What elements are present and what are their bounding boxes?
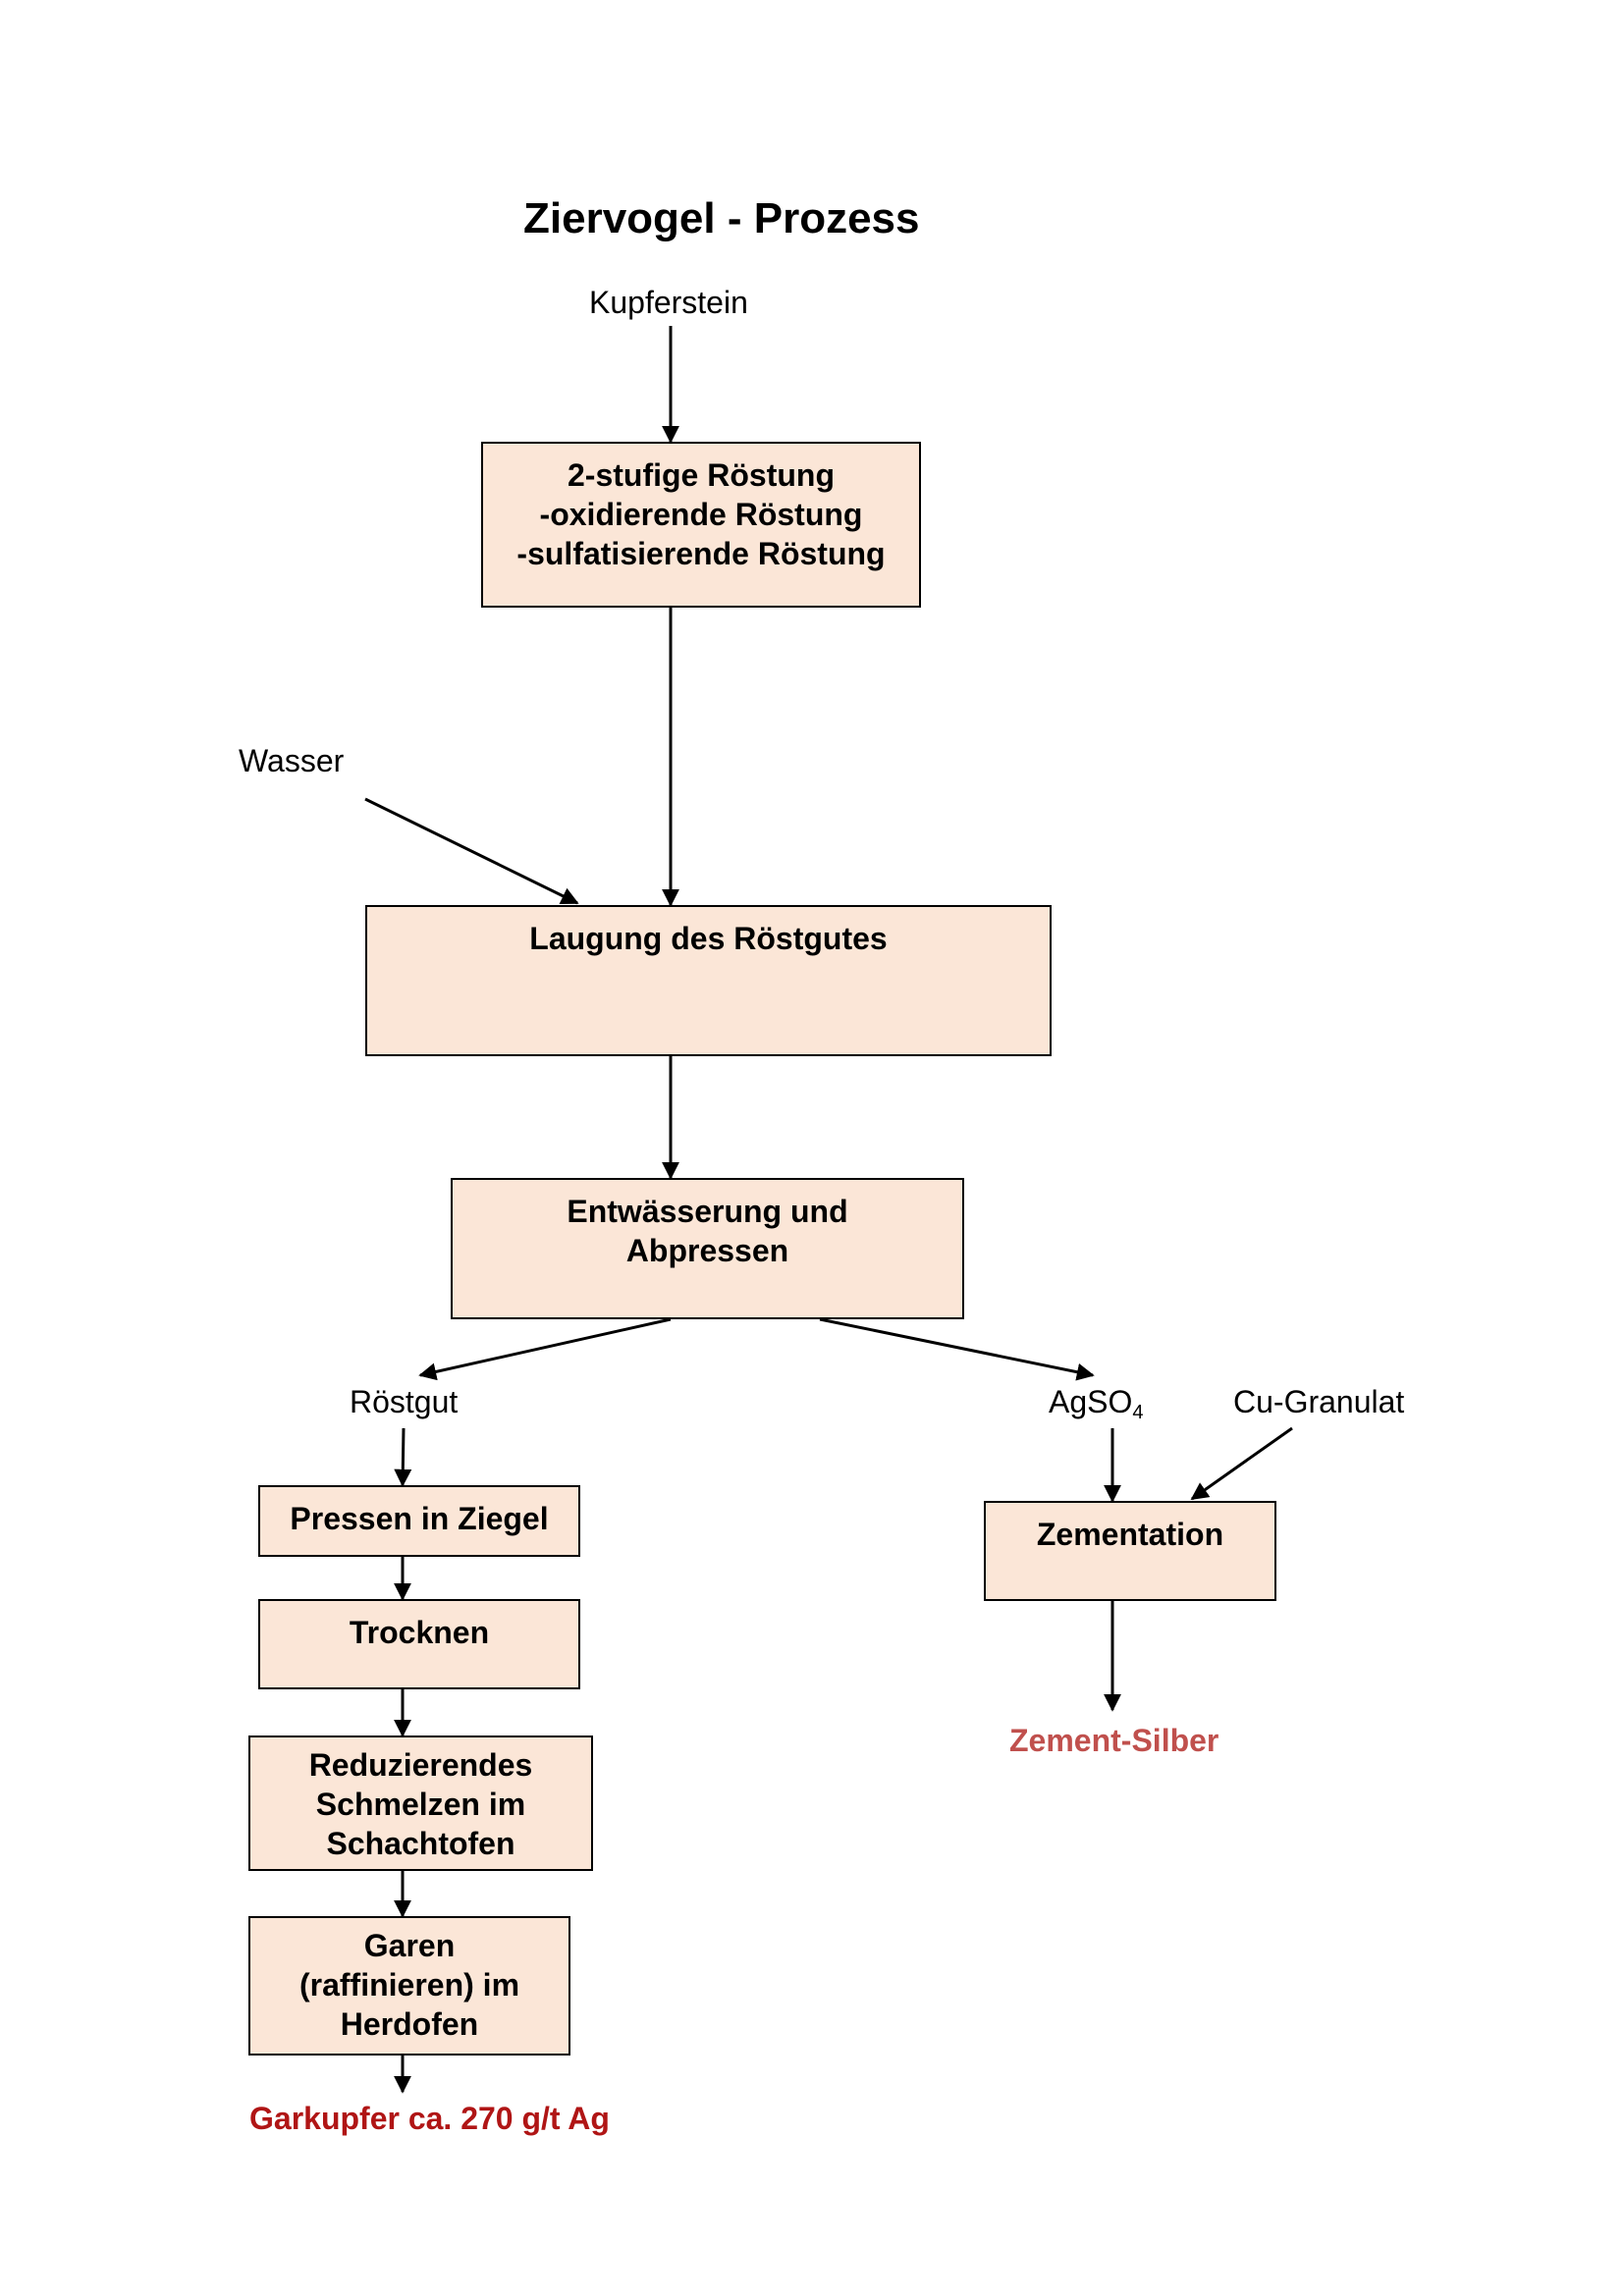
box-garen-line-3: Herdofen [340, 2006, 479, 2042]
box-trocknen-line-1: Trocknen [349, 1615, 490, 1650]
intermediate-roestgut: Röstgut [350, 1384, 459, 1419]
box-schmelzen-line-2: Schmelzen im [315, 1787, 526, 1822]
arrow-cugranulat-to-zementation [1190, 1426, 1293, 1501]
box-zementation-line-1: Zementation [1036, 1517, 1224, 1552]
box-schmelzen-line-1: Reduzierendes [308, 1747, 533, 1783]
output-zement-silber: Zement-Silber [1009, 1723, 1219, 1758]
box-pressen: Pressen in Ziegel [258, 1485, 580, 1557]
input-cu-granulat: Cu-Granulat [1233, 1384, 1405, 1419]
input-kupferstein: Kupferstein [589, 285, 748, 320]
box-entwaesserung-line-1: Entwässerung und [567, 1194, 848, 1229]
agso4-subscript: 4 [1132, 1402, 1144, 1423]
diagram-title: Ziervogel - Prozess [523, 194, 920, 242]
box-entwaesserung: Entwässerung und Abpressen [451, 1178, 964, 1319]
box-roestung: 2-stufige Röstung -oxidierende Röstung -… [481, 442, 921, 608]
agso4-main: AgSO [1049, 1384, 1133, 1419]
arrow-entwaesserung-to-roestgut [418, 1317, 672, 1381]
box-trocknen: Trocknen [258, 1599, 580, 1689]
box-entwaesserung-line-2: Abpressen [625, 1233, 789, 1268]
box-pressen-line-1: Pressen in Ziegel [290, 1501, 549, 1536]
intermediate-agso4: AgSO4 [1049, 1384, 1144, 1424]
box-roestung-line-2: -oxidierende Röstung [539, 497, 863, 532]
box-laugung: Laugung des Röstgutes [365, 905, 1052, 1056]
box-roestung-line-3: -sulfatisierende Röstung [516, 536, 886, 571]
box-roestung-line-1: 2-stufige Röstung [568, 457, 835, 493]
arrow-roestgut-to-pressen [394, 1427, 412, 1487]
box-laugung-line-1: Laugung des Röstgutes [529, 921, 888, 956]
arrow-entwaesserung-to-agso4 [819, 1317, 1095, 1381]
output-garkupfer: Garkupfer ca. 270 g/t Ag [249, 2101, 610, 2136]
box-garen-line-2: (raffinieren) im [298, 1967, 520, 2002]
input-wasser: Wasser [239, 743, 345, 778]
box-schmelzen-line-3: Schachtofen [326, 1826, 515, 1861]
arrow-wasser-to-laugung [364, 797, 579, 905]
box-schmelzen: Reduzierendes Schmelzen im Schachtofen [248, 1735, 593, 1871]
box-zementation: Zementation [984, 1501, 1276, 1601]
box-garen-line-1: Garen [363, 1928, 456, 1963]
box-garen: Garen (raffinieren) im Herdofen [248, 1916, 570, 2056]
